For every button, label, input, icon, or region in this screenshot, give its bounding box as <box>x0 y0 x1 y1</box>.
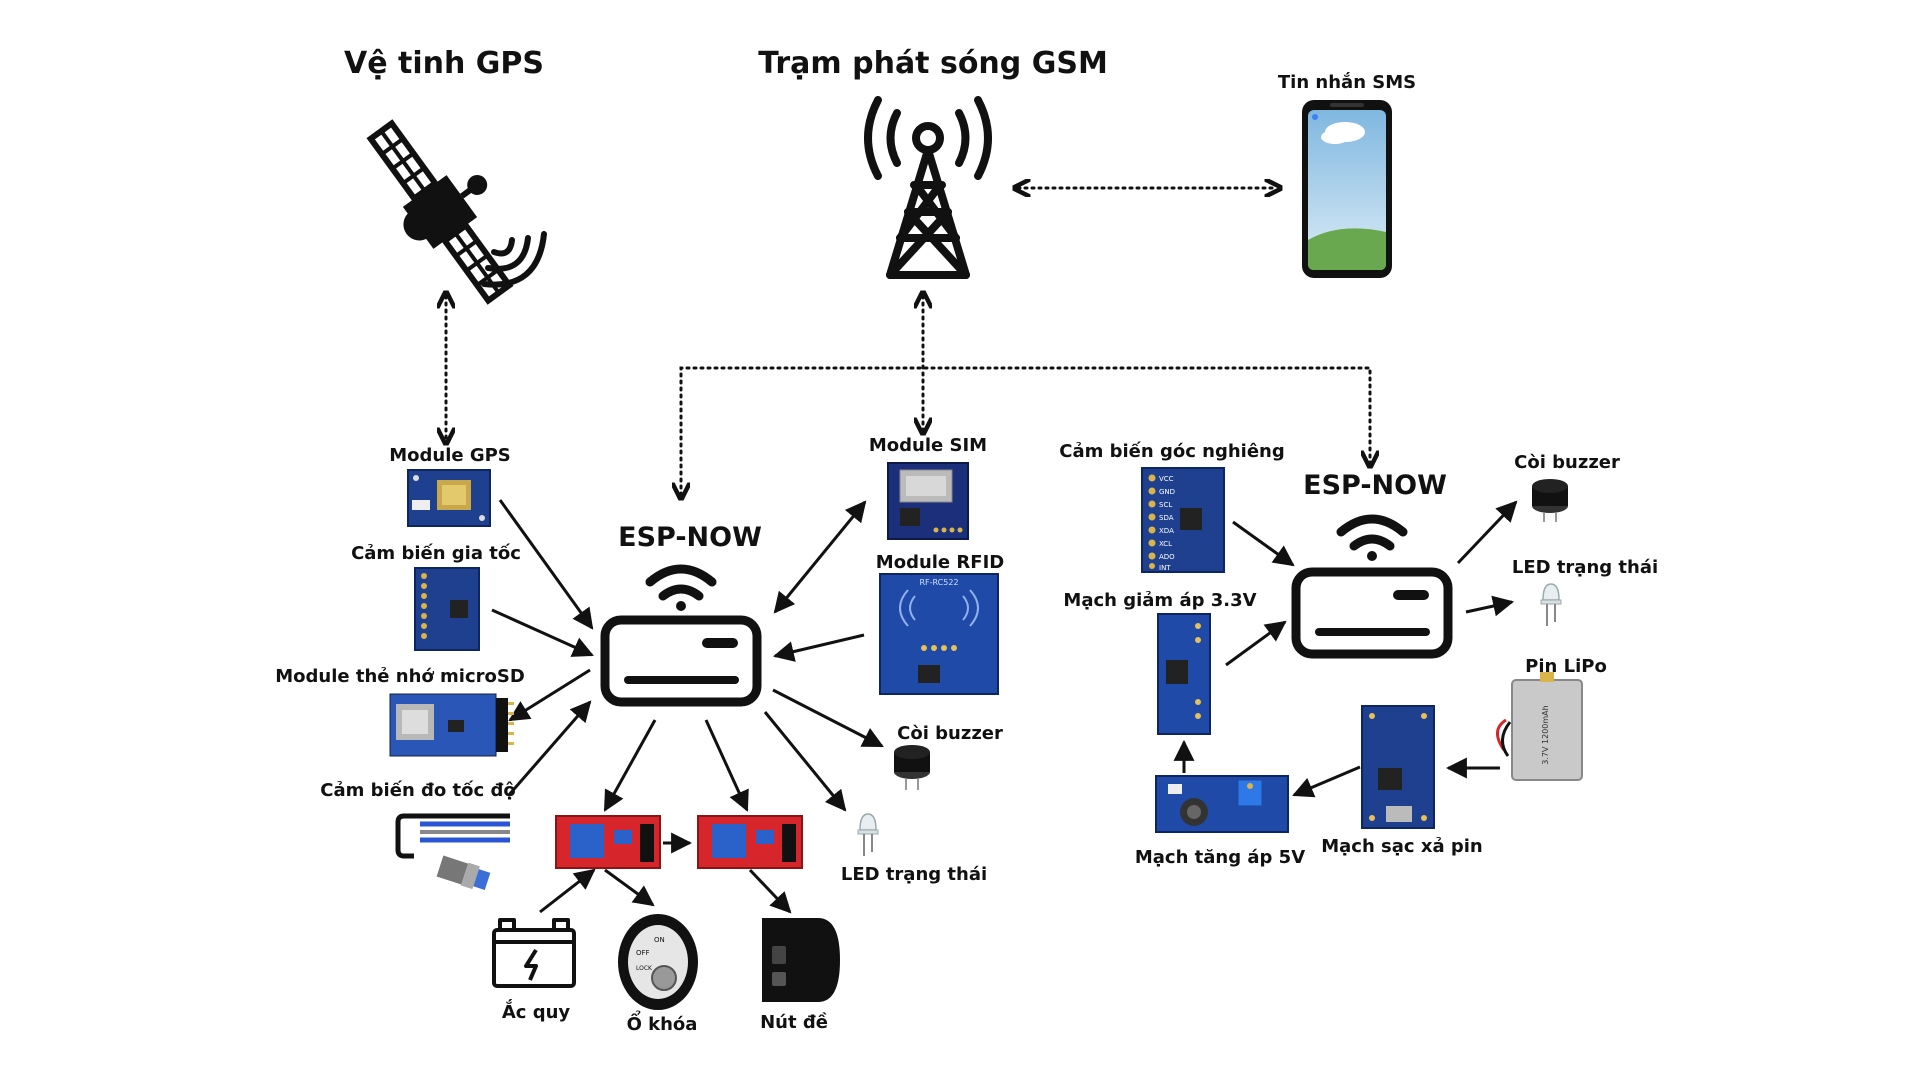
accelerometer-icon <box>414 567 480 651</box>
status-led-main-icon <box>857 813 879 856</box>
phone-icon <box>1302 100 1392 278</box>
start-button-icon <box>762 918 840 1002</box>
svg-text:RF-RC522: RF-RC522 <box>919 578 958 587</box>
gps-module-icon <box>407 469 491 527</box>
svg-text:SCL: SCL <box>1159 501 1172 509</box>
buzzer-secondary-icon <box>1532 479 1568 522</box>
microsd-module-icon <box>389 693 514 757</box>
svg-text:SDA: SDA <box>1159 514 1174 522</box>
esp-now-main-icon <box>600 564 762 707</box>
boost-converter-label: Mạch tăng áp 5V <box>1134 847 1306 868</box>
svg-text:OFF: OFF <box>636 949 650 957</box>
ignition-lock-label: Ổ khóa <box>626 1014 698 1035</box>
main-arrows <box>491 499 884 914</box>
lipo-battery-icon: 3.7V 1200mAh <box>1496 672 1583 781</box>
relay-2-icon <box>697 815 803 869</box>
sim-module-icon <box>887 462 969 540</box>
status-led-secondary-icon <box>1540 583 1562 626</box>
battery-label: Ắc quy <box>501 1002 571 1023</box>
gsm-tower-title: Trạm phát sóng GSM <box>758 46 1108 81</box>
battery-icon <box>492 918 576 988</box>
secondary-arrows <box>1173 500 1518 798</box>
gps-satellite-title: Vệ tinh GPS <box>343 46 545 81</box>
status-led-main-label: LED trạng thái <box>840 864 988 885</box>
buzzer-secondary-label: Còi buzzer <box>1514 452 1620 473</box>
svg-text:VCC: VCC <box>1159 475 1174 483</box>
tilt-sensor-icon: VCC GND SCL SDA XDA XCL ADO INT <box>1141 467 1225 573</box>
buzzer-main-label: Còi buzzer <box>897 723 1003 744</box>
buck-converter-label: Mạch giảm áp 3.3V <box>1063 590 1257 611</box>
boost-converter-icon <box>1155 775 1289 833</box>
speed-sensor-icon <box>395 813 510 891</box>
microsd-module-label: Module thẻ nhớ microSD <box>275 666 525 687</box>
sms-title: Tin nhắn SMS <box>1277 72 1417 93</box>
satellite-signal-icon <box>481 231 547 288</box>
svg-text:XDA: XDA <box>1159 527 1174 535</box>
esp-now-main-title: ESP-NOW <box>618 522 762 553</box>
esp-now-secondary-icon <box>1291 514 1453 659</box>
tilt-sensor-label: Cảm biến góc nghiêng <box>1059 441 1285 462</box>
svg-text:GND: GND <box>1159 488 1175 496</box>
buzzer-main-icon <box>894 745 930 790</box>
rfid-module-icon: RF-RC522 <box>879 573 999 695</box>
charger-label: Mạch sạc xả pin <box>1321 836 1483 857</box>
svg-text:XCL: XCL <box>1159 540 1172 548</box>
svg-text:INT: INT <box>1159 564 1171 572</box>
charger-icon <box>1361 705 1435 829</box>
speed-sensor-label: Cảm biến đo tốc độ <box>320 780 516 801</box>
esp-now-secondary-title: ESP-NOW <box>1303 470 1447 501</box>
gps-module-label: Module GPS <box>389 445 511 466</box>
svg-text:LOCK: LOCK <box>636 965 653 972</box>
svg-text:ON: ON <box>654 936 665 944</box>
accelerometer-label: Cảm biến gia tốc <box>351 543 521 564</box>
buck-converter-icon <box>1157 613 1211 735</box>
svg-text:3.7V 1200mAh: 3.7V 1200mAh <box>1541 705 1550 764</box>
status-led-secondary-label: LED trạng thái <box>1511 557 1659 578</box>
sim-module-label: Module SIM <box>868 435 988 456</box>
svg-text:ADO: ADO <box>1159 553 1175 561</box>
start-button-label: Nút đề <box>760 1012 828 1033</box>
rfid-module-label: Module RFID <box>875 552 1005 573</box>
wireless-links <box>446 188 1370 495</box>
lipo-label: Pin LiPo <box>1525 656 1607 677</box>
relay-1-icon <box>555 815 661 869</box>
gsm-tower-icon <box>864 96 992 279</box>
esp-now-link <box>681 366 1370 495</box>
ignition-lock-icon: ON OFF LOCK <box>618 914 698 1010</box>
